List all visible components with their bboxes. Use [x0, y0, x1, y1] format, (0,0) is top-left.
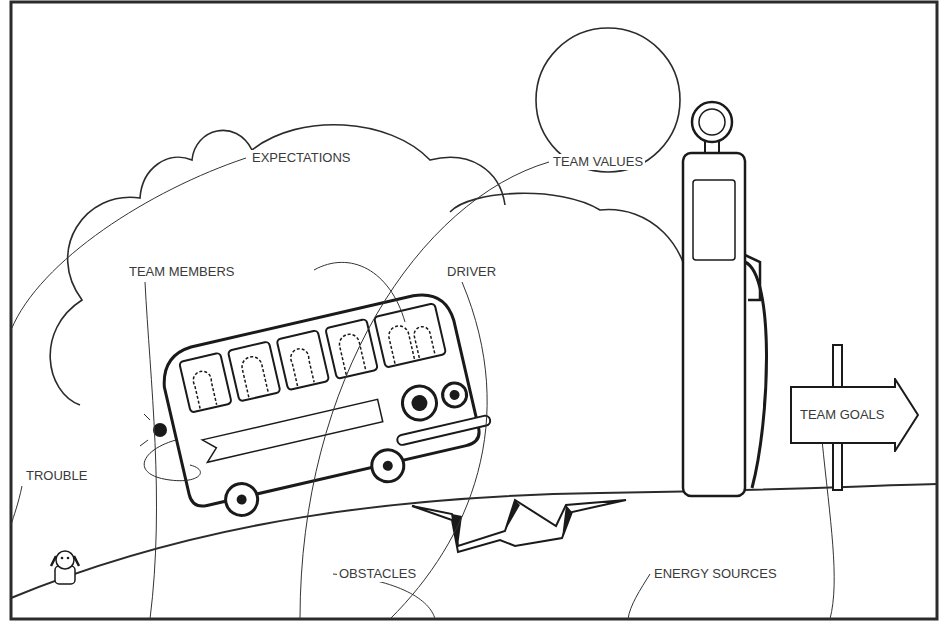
- sign-text: TEAM GOALS: [790, 407, 919, 423]
- pump-hose: [745, 262, 767, 488]
- bus-body: [157, 288, 482, 509]
- illustration-part: [822, 440, 834, 619]
- illustration-part: [145, 282, 156, 619]
- callout-label: TEAM VALUES: [551, 154, 645, 170]
- pump-nozzle: [745, 255, 760, 300]
- pump-globe-inner: [699, 109, 725, 135]
- bus-banner: [202, 399, 383, 462]
- callout-label: DRIVER: [445, 264, 498, 280]
- callout-label: OBSTACLES: [337, 566, 418, 582]
- bus-headlight-core: [449, 389, 461, 401]
- exhaust-puff: [153, 423, 167, 437]
- leader-lines: [11, 158, 834, 619]
- bus-window: [179, 353, 232, 413]
- cloud-circle: [536, 28, 680, 172]
- dog: [51, 551, 79, 584]
- illustration-part: [300, 162, 549, 619]
- callout-label: TROUBLE: [24, 468, 89, 484]
- illustration-part: [314, 262, 405, 322]
- ground-line: [11, 484, 937, 598]
- pump-body: [683, 153, 745, 496]
- illustration-part: [628, 574, 650, 619]
- bus-window: [325, 319, 378, 379]
- bus-hub: [236, 494, 248, 506]
- bus-hub: [382, 460, 394, 472]
- bus-wheel: [222, 480, 260, 518]
- crack-shadow: [452, 500, 572, 546]
- illustration-part: [67, 557, 70, 560]
- pump-display: [693, 180, 735, 260]
- bus-headlight: [440, 381, 469, 410]
- crack: [412, 500, 626, 552]
- illustration-part: [56, 551, 74, 569]
- callout-label: EXPECTATIONS: [250, 150, 352, 166]
- illustration-part: [11, 158, 246, 330]
- bus-windshield: [374, 303, 446, 368]
- bus-window: [228, 341, 281, 401]
- callout-label: ENERGY SOURCES: [652, 566, 779, 582]
- passengers: [191, 316, 435, 408]
- bus-wheel: [369, 447, 407, 485]
- bus-window: [277, 330, 330, 390]
- exhaust-swirl: [140, 414, 200, 481]
- cloud-outline: [450, 193, 690, 300]
- sign-arrow-shape: [791, 379, 918, 451]
- bus-headlight: [399, 383, 440, 424]
- illustration-part: [11, 486, 22, 525]
- callout-label: TEAM MEMBERS: [127, 264, 236, 280]
- frame: [11, 2, 937, 619]
- bus-bumper: [396, 415, 491, 446]
- sign-arrow: TEAM GOALS: [790, 378, 919, 452]
- illustration-part: [61, 557, 64, 560]
- pump-globe: [692, 102, 732, 142]
- illustration-part: [51, 556, 79, 566]
- bus-headlight-core: [410, 393, 429, 412]
- bus: [157, 285, 499, 526]
